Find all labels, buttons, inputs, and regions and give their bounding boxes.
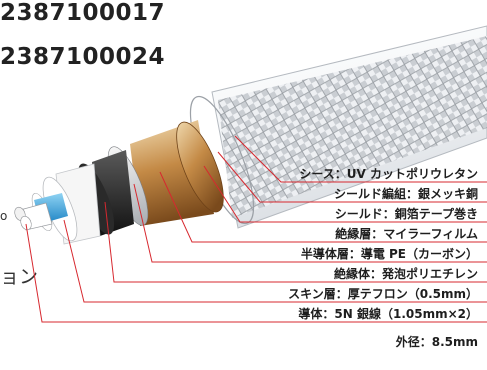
leader-line-conductor xyxy=(25,223,487,323)
leader-line-foam xyxy=(104,201,487,283)
leader-line-skin xyxy=(63,219,487,303)
leader-line-semiconductor xyxy=(133,183,487,263)
copper-foil-end xyxy=(176,121,224,213)
leader-line-sheath xyxy=(234,135,487,183)
label-outer-diameter: 外径：8.5mm xyxy=(395,335,478,349)
label-foam-insulator: 絶縁体：発泡ポリエチレン xyxy=(333,267,478,281)
cutoff-text-small: o xyxy=(0,209,8,223)
leader-line-mylar xyxy=(159,171,487,243)
label-conductor: 導体：5N 銀線（1.05mm×2） xyxy=(298,307,478,321)
conductor-end-2 xyxy=(20,215,32,231)
cable-body xyxy=(14,25,487,245)
label-semiconductive-layer: 半導体層：導電 PE（カーボン） xyxy=(300,247,478,261)
cutoff-text-large: ョン xyxy=(0,266,39,288)
label-sheath: シース：UV カットポリウレタン xyxy=(299,167,478,181)
braided-shield-shape xyxy=(218,36,487,218)
product-code-2: 2387100024 xyxy=(0,44,166,70)
label-insulation-layer: 絶縁層：マイラーフィルム xyxy=(335,227,478,241)
leader-line-braid xyxy=(217,151,487,203)
leader-line-copper xyxy=(203,165,487,223)
label-braided-shield: シールド編組：銀メッキ銅 xyxy=(333,187,478,201)
product-code-1: 2387100017 xyxy=(0,0,166,26)
label-foil-shield: シールド：銅箔テープ巻き xyxy=(334,207,478,221)
label-skin-layer: スキン層：厚テフロン（0.5mm） xyxy=(288,287,478,301)
leader-lines xyxy=(25,135,487,323)
